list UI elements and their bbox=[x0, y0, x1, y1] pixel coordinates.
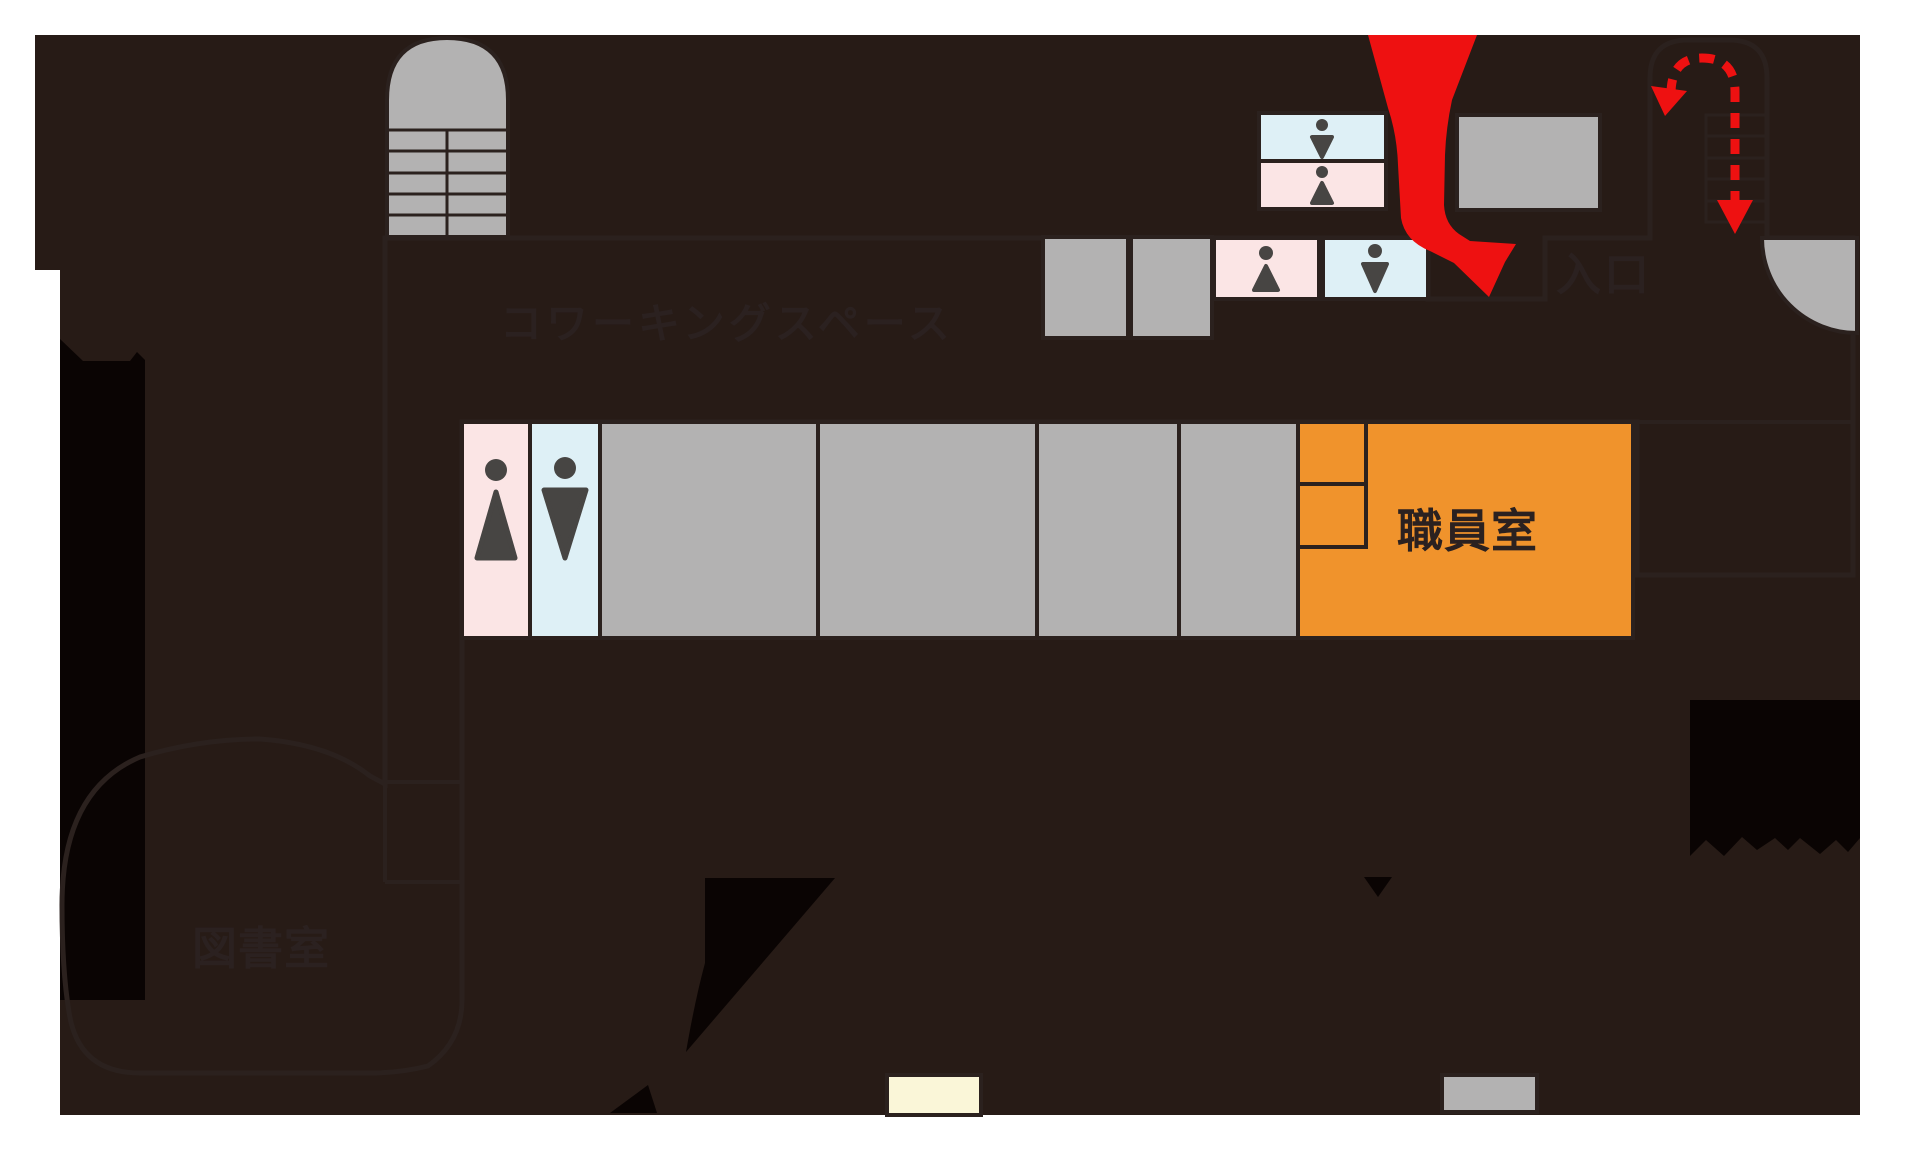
staff-room-label: 職員室 bbox=[1397, 504, 1538, 558]
entrance-route-arrow bbox=[1368, 35, 1516, 297]
room-band bbox=[598, 420, 1300, 640]
library-label: 図書室 bbox=[192, 922, 330, 975]
male-person-icon-upper bbox=[1310, 119, 1334, 159]
corridor-corner-quarter-disc bbox=[1759, 236, 1859, 336]
female-person-icon bbox=[474, 459, 518, 561]
corridor-room-a bbox=[1041, 235, 1130, 340]
coworking-space-label: コワーキングスペース bbox=[500, 299, 954, 348]
entrance-label: 入口 bbox=[1556, 248, 1652, 301]
corridor-room-b bbox=[1129, 235, 1214, 340]
male-person-icon bbox=[541, 457, 589, 561]
interior-walls bbox=[383, 420, 1853, 884]
staff-room-closet-2 bbox=[1296, 482, 1368, 549]
torn-edge-zigzag bbox=[1690, 700, 1860, 856]
male-person-icon-corridor bbox=[1361, 244, 1389, 293]
black-accent-shapes bbox=[60, 339, 1860, 1113]
upper-right-room bbox=[1455, 113, 1602, 212]
bottom-floor-fragment bbox=[885, 1073, 983, 1117]
room-2 bbox=[816, 420, 1039, 640]
staircase-upper-left bbox=[385, 35, 510, 239]
floor-corridor-and-library bbox=[59, 37, 1856, 1076]
room-3 bbox=[1035, 420, 1181, 640]
staff-room-closet-1 bbox=[1296, 420, 1368, 486]
bottom-room-fragment bbox=[1440, 1073, 1539, 1114]
room-1 bbox=[598, 420, 820, 640]
female-person-icon-corridor bbox=[1252, 246, 1280, 292]
female-person-icon-upper bbox=[1310, 166, 1334, 205]
stairs-route-arrow bbox=[1651, 53, 1753, 234]
room-4 bbox=[1177, 420, 1300, 640]
